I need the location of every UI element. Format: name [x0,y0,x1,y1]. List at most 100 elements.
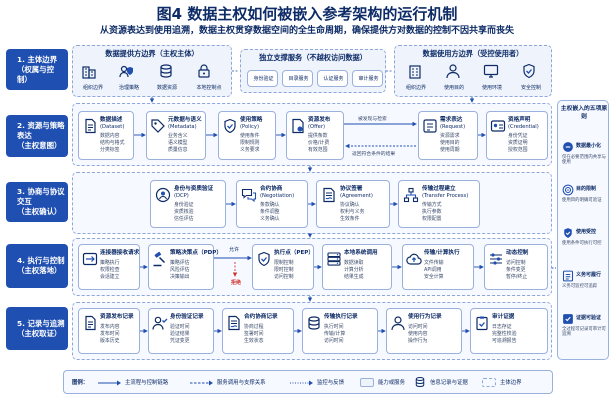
card-record-transfer-b1: 执行时间 [324,324,344,330]
card-record-publish-title: 资源发布记录 [100,314,134,320]
card-offer-title: 资源发布 [308,117,331,123]
card-metadata-b1: 业务含义 [168,133,188,139]
consumer-boundary: 数据使用方边界（受控使用者） 组织边界 使用目的 使用环境 安全控制 [394,45,552,97]
card-pdp: 策略决策点（PDP） 策略评估 风险评估 决策输出 [148,244,222,290]
principle-4-title: 义务可履行 [576,272,602,278]
card-record-transfer-title: 传输执行记录 [324,314,358,320]
card-request-title: 需求表达 [440,117,463,123]
principle-5-desc: 全过程可记录可审计可追溯 [562,327,606,338]
card-negotiation: 合约协商 (Negotiation) 条款确认 条件调整 义务确认 [236,180,308,228]
legend-record-icon [414,376,426,388]
person-check-icon [152,315,168,331]
card-connector-b1: 策略执行 [100,260,120,266]
card-pdp-b1: 策略评估 [170,260,190,266]
lane-2: 2. 资源与策略表达（主权意图） [6,115,68,157]
figure-title: 图4 数据主权如何被嵌入参考架构的运行机制 [156,5,458,23]
card-metadata-title: 元数据与语义 [168,117,202,123]
document-icon [82,118,98,134]
card-agreement-sub: (Agreement) [340,193,373,199]
card-credential-sub: (Credential) [508,124,539,130]
card-dynamic-control-b2: 条件变更 [506,267,526,273]
lane-1: 1. 主体边界（权属与控制） [6,49,68,90]
card-request-b2: 使用目的 [440,140,460,146]
card-record-publish-b3: 版本历史 [100,338,120,344]
card-agreement-title: 协议签署 [340,186,363,192]
card-record-publish: 资源发布记录 发布内容 发布时间 版本历史 [78,308,140,354]
contract-icon [321,187,337,203]
legend-item-2: 服务调用与支撑关系 [217,380,266,386]
card-record-publish-b1: 发布内容 [100,324,120,330]
lane-4: 4. 执行与控制（主权落地） [6,244,68,288]
consumer-item-2: 使用目的 [443,85,464,91]
document-icon [82,315,98,331]
card-record-contract-b1: 协商过程 [244,324,264,330]
consumer-boundary-title: 数据使用方边界（受控使用者） [422,49,524,58]
card-offer-b2: 价格/计费 [308,140,330,146]
card-record-usage-b3: 操作行为 [408,338,428,344]
principle-2-desc: 使用目的明确可验证 [562,198,602,203]
gavel-icon [152,251,168,267]
card-transfer-compute-b1: 文件传输 [424,260,444,266]
card-transfer-process-sub: (Transfer Process) [422,193,469,199]
support-services-title: 独立支撑服务（不越权访问数据） [259,53,367,62]
support-services: 独立支撑服务（不越权访问数据） 身份验证 目录服务 认证服务 审计服务 [240,49,386,93]
card-pdp-b2: 风险评估 [170,267,190,273]
principle-3-title: 使用受控 [576,229,597,235]
service-catalog-label: 目录服务 [288,76,309,82]
card-record-usage-title: 使用行为记录 [408,314,442,320]
checklist-icon [562,270,574,282]
card-transfer-compute-b3: 安全计算 [424,274,444,280]
card-dataset-b2: 结构与格式 [100,140,125,146]
connector-icon [82,251,98,267]
card-audit-evidence-b1: 日志存证 [492,324,512,330]
band-negotiation [72,172,552,234]
users-shield-icon [119,63,135,79]
card-transfer-process-b1: 传输方式 [422,202,442,208]
lane-1-title: 1. 主体边界 [17,54,58,64]
card-record-contract-title: 合约协商记录 [244,314,278,320]
card-dcp-b1: 身份验证 [174,202,194,208]
service-certification-label: 认证服务 [323,76,344,82]
request-icon [422,118,438,134]
card-record-identity-title: 身份验证记录 [170,314,204,320]
card-pep-b2: 限时控制 [274,267,294,273]
card-audit-evidence-b3: 可追溯报告 [492,338,517,344]
service-identity-label: 身份验证 [253,76,274,82]
card-dcp-sub: (DCP) [174,193,189,199]
legend-label: 图例： [72,380,89,386]
clipboard-check-icon [474,315,490,331]
card-offer-sub: (Offer) [308,124,326,130]
server-stack-icon [326,251,342,267]
card-transfer-process-b2: 执行参数 [422,209,442,215]
principle-1-title: 数据最小化 [576,143,602,149]
card-dataset-b3: 分类标签 [100,147,120,153]
card-transfer-process-title: 传输过程建立 [422,186,456,192]
lane-5-subtitle: （主权取证） [17,328,62,338]
cloud-upload-icon [406,251,422,267]
card-audit-evidence-b2: 完整性校验 [492,331,517,337]
card-policy-b1: 使用条件 [240,133,260,139]
principle-3-desc: 使用条件可执行可控 [562,241,602,246]
card-pep-b3: 访问控制 [274,274,294,280]
verified-icon [562,313,574,325]
card-credential-b2: 资质证明 [508,140,528,146]
card-record-contract-b3: 生效状态 [244,338,264,344]
transfer-nodes-icon [403,187,419,203]
card-dataset: 数据描述 (Dataset) 数据内容 结构与格式 分类标签 [78,111,134,160]
arrow-label-discovered: 被发现与检索 [358,117,387,122]
consumer-item-4: 安全控制 [520,85,541,91]
consumer-item-1: 组织边界 [405,85,426,91]
card-dynamic-control: 动态控制 访问控制 条件变更 暂停/终止 [484,244,548,290]
lane-3-subtitle: （主权确认） [17,207,62,216]
principles-panel: 主权嵌入的五项原则 数据最小化 仅在必要范围内共享与使用 目的限制 使用目的明确… [557,100,609,360]
card-dynamic-control-title: 动态控制 [506,250,529,256]
contract-icon [226,315,242,331]
principles-title: 主权嵌入的五项原则 [560,106,608,120]
chat-bubbles-icon [241,187,257,203]
card-pep-b1: 限制控制 [274,260,294,266]
lane-3-title: 3. 协商与协议交互 [17,187,65,206]
card-record-identity-b1: 验证时间 [170,324,190,330]
service-audit-label: 审计服务 [358,76,379,82]
card-pep-title: 执行点（PEP） [274,250,314,256]
service-identity: 身份验证 [247,70,278,87]
